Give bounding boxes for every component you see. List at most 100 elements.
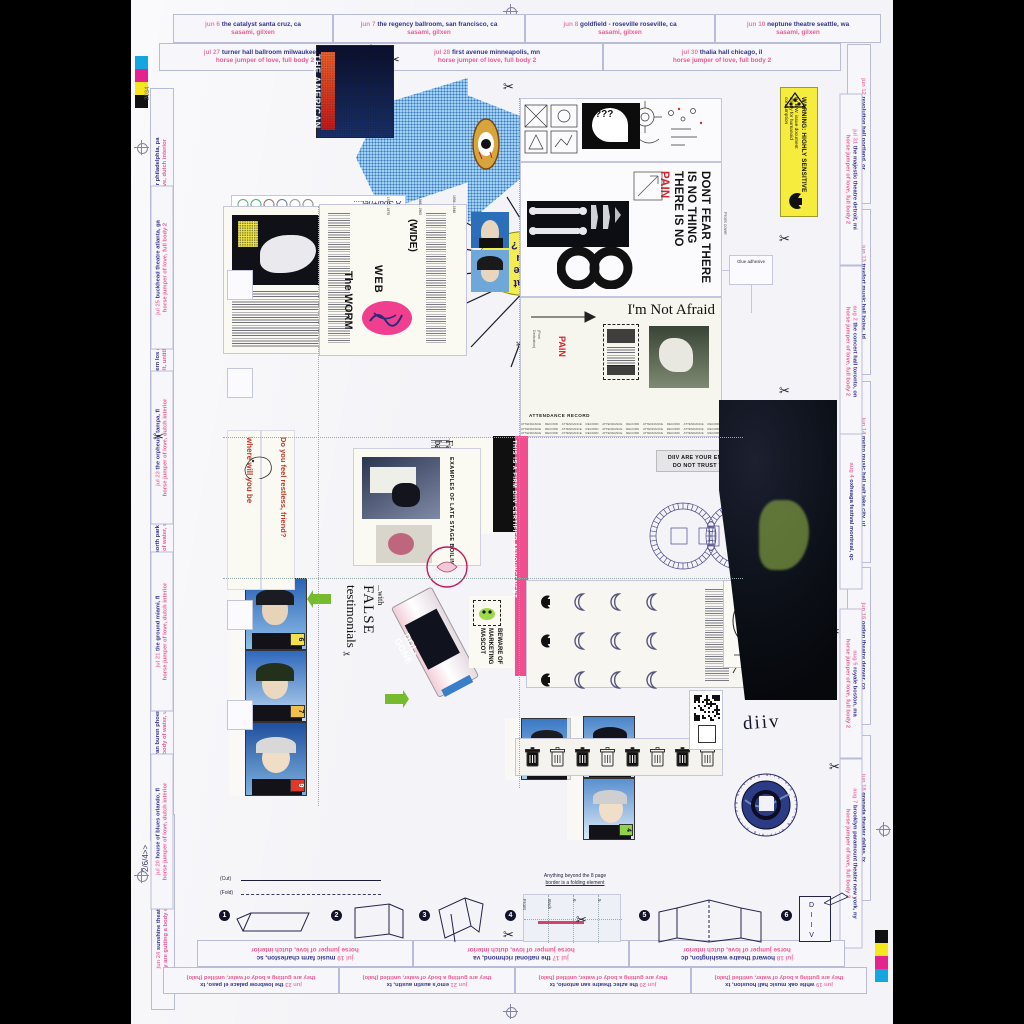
tour-venue: oxheaga festival montreal, qc (848, 479, 855, 561)
tour-date-cell[interactable]: jun 10 neptune theatre seattle, wa sasam… (715, 14, 881, 43)
tour-date-cell[interactable]: jul 21 the ground miami, fl horse jumper… (150, 551, 174, 712)
tour-date-cell[interactable]: aug 2 the concert hall toronto, on horse… (839, 265, 863, 438)
tour-date: aug 4 (848, 462, 855, 478)
question-marks-text: ??? (595, 109, 614, 120)
tour-venue: the ground miami, fl (154, 595, 161, 651)
tour-date: jul 17 (552, 954, 569, 962)
scissors-icon: ✂ (779, 231, 790, 246)
tour-date-cell[interactable]: aug 4 oxheaga festival montreal, qc (839, 433, 863, 590)
tour-date: jul 18 (776, 954, 794, 962)
trash-can-icon (674, 747, 691, 772)
tour-support: horse jumper of love, dutch interior (162, 398, 168, 497)
testimonial-portrait: 6 (245, 578, 307, 650)
tour-support: horse jumper of love, dutch interior (162, 782, 168, 881)
trash-can-icon (599, 747, 616, 772)
tour-date-cell[interactable]: jul 28 first avenue minneapolis, mn hors… (371, 43, 603, 71)
fold-panel-letter: V (809, 932, 814, 940)
tour-support: horse jumper of love, full body 2 (437, 57, 537, 64)
arrow-pointer-icon (531, 311, 597, 323)
scissors-icon: ✂ (576, 912, 587, 927)
panel-label: 6 (572, 899, 577, 902)
tour-date-cell[interactable]: aug 5 royale boston, ma horse jumper of … (839, 608, 863, 759)
trash-can-icon (649, 747, 666, 772)
tour-support: horse jumper of love, full body 2 (845, 808, 851, 899)
tour-date-cell[interactable]: jun 20 the aztec theatre san antonio, tx… (515, 967, 691, 994)
tour-venue: emo's austin austin, tx (386, 981, 449, 988)
tour-venue: thalia hall chicago, il (699, 49, 763, 56)
moon-square-icon (537, 594, 553, 615)
tour-venue: the catalyst santa cruz, ca (221, 20, 301, 28)
tour-date-cell[interactable]: jun 19 white oak music hall houston, tx … (691, 967, 867, 994)
testimonial-badge: 9 (290, 779, 305, 792)
tour-venue: buckhead theatre atlanta, ga (154, 220, 161, 299)
tour-date-cell[interactable]: jun 21 emo's austin austin, tx they are … (339, 967, 515, 994)
tour-date: jun 21 (450, 981, 468, 988)
tour-date-cell[interactable]: jul 19 music farm charleston, sc horse j… (197, 940, 413, 967)
tour-date: aug 2 (852, 305, 859, 321)
tour-date: jun 23 (285, 981, 302, 988)
false-testimonials-headline: ...with FALSE testimonials (331, 585, 389, 715)
pain-word: PAIN (557, 336, 567, 357)
tour-date-cell[interactable]: jun 8 goldfield - roseville roseville, c… (525, 14, 715, 43)
tour-date: jun 6 (205, 20, 220, 28)
fold-step-3-diagram (438, 897, 484, 943)
tour-date-cell[interactable]: jul 30 thalia hall chicago, il horse jum… (603, 43, 841, 71)
eye-graphic (465, 118, 507, 170)
tour-date-cell[interactable]: jul 20 house of blues orlando, fl horse … (150, 753, 174, 910)
moon-crescent-icon (603, 630, 625, 657)
tour-date-cell[interactable]: jul 25 buckhead theatre atlanta, ga hors… (150, 185, 174, 350)
moon-crescent-icon (639, 591, 661, 618)
fold-step-number: 1 (219, 910, 230, 921)
tour-support: sasami, gilxen (407, 28, 451, 36)
tour-date: jul 19 (337, 954, 354, 962)
tour-venue: royale boston, ma (852, 667, 859, 717)
tour-date: jun 24 (155, 951, 162, 969)
im-not-afraid-panel: I'm Not Afraid PAIN (Print Dedication) A… (520, 297, 722, 437)
testimonial-portrait: 9 (245, 722, 307, 796)
beware-line-1: BEWARE OF (496, 628, 502, 665)
fold-panel-letter: I (810, 922, 813, 930)
tour-date-cell[interactable]: jul 17 the national richmond, va horse j… (413, 940, 629, 967)
tour-support: horse jumper of love, dutch interior (251, 946, 359, 954)
tour-date: aug 7 (852, 788, 859, 804)
piano-photo (362, 457, 440, 519)
tour-support: horse jumper of love, full body 2 (215, 57, 315, 64)
trash-can-icon (624, 747, 641, 772)
tour-venue: neptune theatre seattle, wa (767, 20, 850, 28)
cmyk-color-bar-top (135, 56, 148, 108)
testimonial-caption (229, 722, 245, 796)
sheet-code: 2/6/4>> (141, 844, 150, 872)
fold-step-number: 6 (781, 910, 792, 921)
tour-date-cell[interactable]: jul 23 the orpheum tampa, fl horse jumpe… (150, 370, 174, 525)
print-sheet: 2/6/4>> 2034 jun 6 the catalyst santa cr… (131, 0, 893, 1024)
fold-step-number: 4 (505, 910, 516, 921)
boiling-photo (376, 525, 432, 563)
tour-date: jun 7 (360, 20, 376, 28)
testimonial-badge: 7 (290, 705, 305, 718)
registration-mark-right (876, 822, 891, 837)
diiv-wordmark: diiv (742, 710, 782, 735)
tour-date-cell[interactable]: jun 6 the catalyst santa cruz, ca sasami… (173, 14, 333, 43)
tour-support: horse jumper of love, full body 2 (845, 638, 851, 729)
tour-date-cell[interactable]: jul 31 the majestic theatre detroit, mi … (839, 93, 863, 266)
registration-mark-left (134, 140, 149, 155)
diiv-enemies-line-1: DIIV ARE YOUR ENEMIES (667, 455, 741, 461)
attendance-record-label: ATTENDANCE RECORD (529, 413, 590, 418)
tour-date-cell[interactable]: jul 18 howard theatre washington, dc hor… (629, 940, 845, 967)
portrait-photo (471, 212, 509, 248)
fold-panel-letter: I (810, 912, 813, 920)
tour-date-cell[interactable]: jun 7 the regency ballroom, san francisc… (333, 14, 525, 43)
testimonial-caption (567, 778, 583, 840)
fold-panel-letter: D (809, 902, 815, 909)
tour-date-cell[interactable]: jun 23 the lowbrow palace el paso, tx th… (163, 967, 339, 994)
tour-venue: first avenue minneapolis, mn (452, 49, 541, 56)
fold-legend-label: (Fold) (220, 890, 234, 896)
tour-support: sasami, gilxen (231, 28, 275, 36)
fold-step-4-diagram: Front Back 6 5 ✂ (522, 894, 622, 943)
qr-code-panel (689, 690, 723, 750)
xray-graphic (527, 201, 629, 247)
tour-date-cell[interactable]: aug 7 brooklyn paramount theater new yor… (839, 758, 863, 949)
tour-support: they are gutting a body of water, untitl… (714, 974, 844, 981)
small-marker-box (227, 270, 253, 300)
